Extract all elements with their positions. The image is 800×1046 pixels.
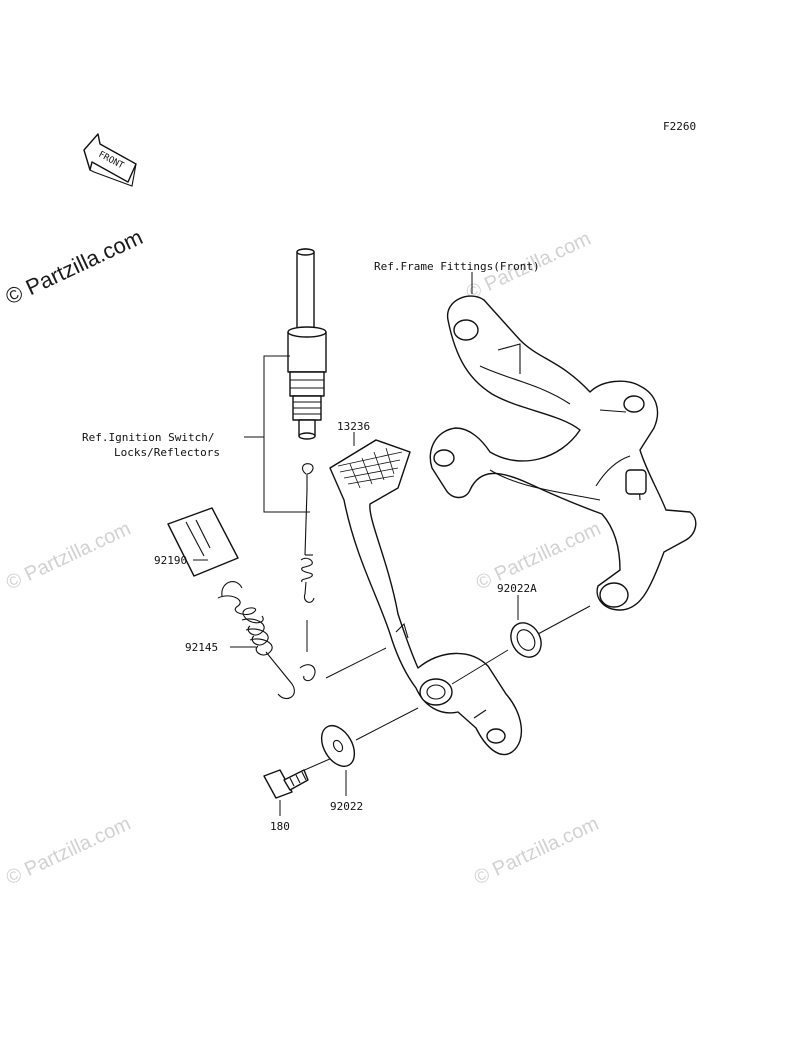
pedal-grip-pattern [337, 447, 403, 489]
brake-light-switch [287, 248, 327, 440]
label-180: 180 [270, 820, 290, 833]
label-92190: 92190 [154, 554, 187, 567]
front-arrow-icon: FRONT [83, 133, 137, 187]
label-13236: 13236 [337, 420, 370, 433]
switch-spring [300, 463, 315, 652]
brake-pedal [329, 439, 523, 756]
label-ref-ignition-2: Locks/Reflectors [114, 446, 220, 459]
label-leaders [193, 272, 519, 816]
ignition-ref-bracket [244, 355, 310, 513]
watermark: © Partzilla.com [3, 518, 134, 595]
watermark: © Partzilla.com [471, 813, 602, 890]
bolt-180 [263, 769, 309, 799]
cover-92190 [167, 507, 239, 577]
washer-92022 [320, 725, 356, 767]
watermark-main: © Partzilla.com [2, 224, 147, 309]
label-92022A: 92022A [497, 582, 537, 595]
return-spring [217, 581, 316, 699]
label-ref-frame: Ref.Frame Fittings(Front) [374, 260, 540, 273]
frame-fitting [429, 295, 697, 611]
watermark: © Partzilla.com [473, 518, 604, 595]
label-92022: 92022 [330, 800, 363, 813]
leader-lines [299, 605, 591, 773]
label-92145: 92145 [185, 641, 218, 654]
watermark: © Partzilla.com [3, 813, 134, 890]
diagram-code: F2260 [663, 120, 696, 133]
washer-92022A [510, 622, 542, 658]
label-ref-ignition-1: Ref.Ignition Switch/ [82, 431, 214, 444]
